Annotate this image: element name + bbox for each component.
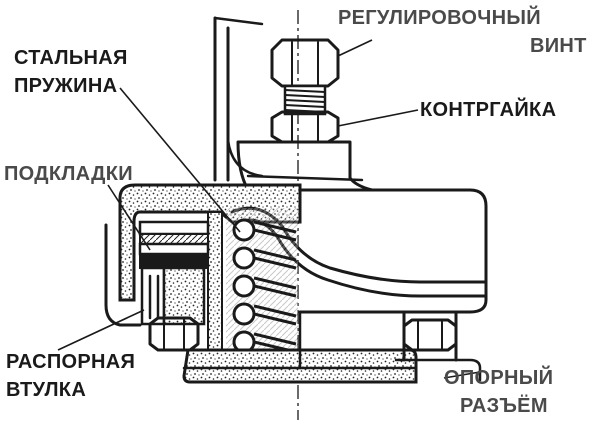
label-locknut: КОНТРГАЙКА — [420, 97, 556, 121]
label-support-joint-2: РАЗЪЁМ — [460, 394, 548, 417]
shims — [138, 220, 210, 269]
leader-support-joint — [443, 371, 481, 379]
label-adjusting-screw-2: ВИНТ — [530, 35, 587, 57]
base-plate — [182, 348, 418, 384]
support-bolt — [394, 310, 482, 382]
lower-left-nut — [148, 316, 200, 352]
leader-lines — [57, 39, 481, 379]
label-spacer-1: РАСПОРНАЯ — [6, 351, 135, 373]
adjusting-screw — [270, 38, 340, 116]
label-shims: ПОДКЛАДКИ — [4, 163, 133, 185]
label-steel-spring-2: ПРУЖИНА — [14, 75, 117, 97]
leader-adjusting-screw — [337, 39, 373, 57]
leader-steel-spring — [119, 87, 241, 233]
locknut — [270, 110, 340, 144]
spacer-sleeve — [140, 266, 206, 326]
label-steel-spring-1: СТАЛЬНАЯ — [14, 47, 128, 69]
frame-plate — [213, 16, 264, 182]
label-support-joint-1: ОПОРНЫЙ — [444, 365, 553, 389]
leader-spacer — [57, 309, 145, 351]
steel-spring — [226, 208, 298, 360]
label-adjusting-screw-1: РЕГУЛИРОВОЧНЫЙ — [338, 5, 541, 29]
upper-bracket — [236, 140, 374, 192]
leader-shims — [107, 184, 151, 251]
label-spacer-2: ВТУЛКА — [6, 379, 86, 401]
leader-locknut — [337, 109, 419, 127]
